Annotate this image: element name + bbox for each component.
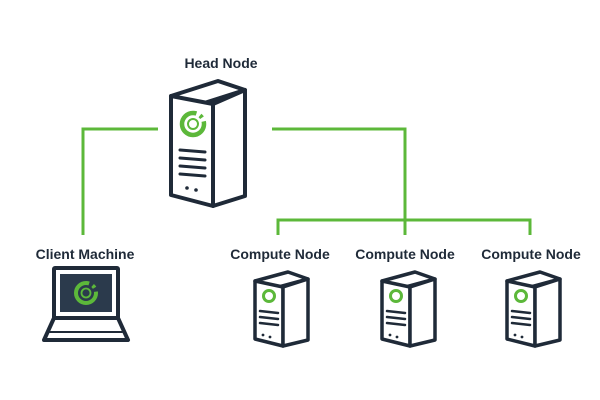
connector-head-compute bbox=[272, 127, 407, 220]
compute-node-server-icon bbox=[253, 270, 310, 348]
compute-node-label: Compute Node bbox=[481, 246, 581, 262]
compute-node-label: Compute Node bbox=[230, 246, 330, 262]
connector-head-client bbox=[81, 127, 158, 235]
head-node-server-icon bbox=[169, 79, 247, 208]
client-logo-icon bbox=[74, 281, 98, 305]
compute-node-server-icon bbox=[505, 270, 562, 348]
head-node-logo-icon bbox=[179, 110, 207, 138]
compute-node-label: Compute Node bbox=[355, 246, 455, 262]
client-laptop-icon bbox=[42, 266, 130, 342]
compute-node-server-icon bbox=[380, 270, 437, 348]
connector-lines bbox=[81, 127, 532, 235]
head-node-label: Head Node bbox=[184, 55, 258, 71]
client-machine-label: Client Machine bbox=[35, 246, 135, 262]
